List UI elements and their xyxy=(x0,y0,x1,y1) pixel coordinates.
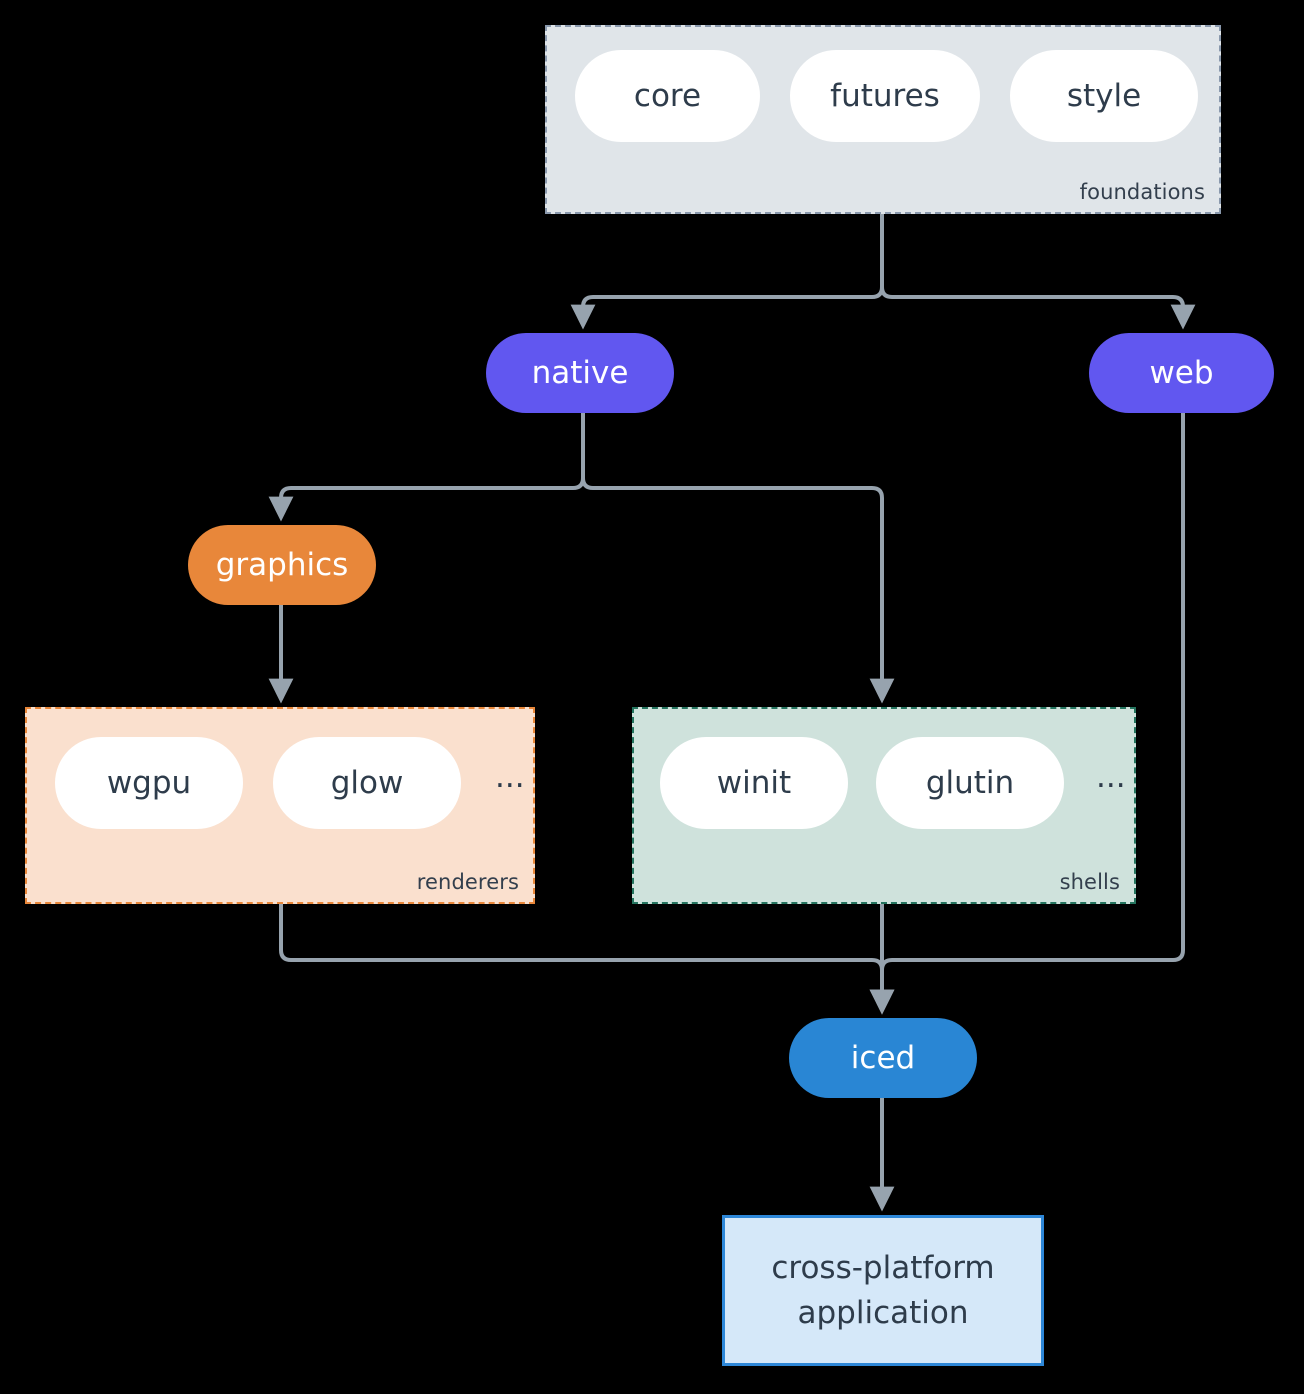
group-label-shells: shells xyxy=(1059,870,1120,894)
node-glutin[interactable]: glutin xyxy=(876,737,1064,829)
node-iced-label: iced xyxy=(850,1040,916,1076)
node-wgpu[interactable]: wgpu xyxy=(55,737,243,829)
group-label-renderers: renderers xyxy=(416,870,519,894)
application-label-line2: application xyxy=(797,1294,969,1331)
node-iced[interactable]: iced xyxy=(789,1018,977,1098)
node-futures-label: futures xyxy=(830,78,940,114)
node-cross-platform-application[interactable]: cross-platform application xyxy=(722,1215,1044,1366)
node-core-label: core xyxy=(633,78,702,114)
renderers-items: wgpu glow ... xyxy=(55,737,529,829)
node-graphics[interactable]: graphics xyxy=(188,525,376,605)
edge-foundations-native xyxy=(570,214,884,330)
node-graphics-label: graphics xyxy=(215,547,349,583)
node-native[interactable]: native xyxy=(486,333,674,413)
node-winit[interactable]: winit xyxy=(660,737,848,829)
node-web-label: web xyxy=(1149,355,1214,391)
group-shells[interactable]: winit glutin ... shells xyxy=(632,707,1136,904)
node-glow[interactable]: glow xyxy=(273,737,461,829)
node-wgpu-label: wgpu xyxy=(106,765,192,801)
node-web[interactable]: web xyxy=(1089,333,1274,413)
foundations-items: core futures style xyxy=(575,50,1198,142)
edge-foundations-web xyxy=(880,214,1196,330)
edge-renderers-iced xyxy=(279,904,895,1015)
node-native-label: native xyxy=(531,355,629,391)
node-style-label: style xyxy=(1066,78,1142,114)
group-renderers[interactable]: wgpu glow ... renderers xyxy=(25,707,535,904)
node-winit-label: winit xyxy=(716,765,792,801)
node-glutin-label: glutin xyxy=(925,765,1015,801)
application-label-line1: cross-platform xyxy=(771,1250,995,1287)
group-foundations[interactable]: core futures style foundations xyxy=(545,25,1221,214)
shells-more-ellipsis: ... xyxy=(1096,758,1126,795)
node-futures[interactable]: futures xyxy=(790,50,980,142)
node-glow-label: glow xyxy=(330,765,404,801)
group-label-foundations: foundations xyxy=(1079,180,1205,204)
shells-items: winit glutin ... xyxy=(660,737,1130,829)
edge-native-shells xyxy=(581,413,895,704)
node-core[interactable]: core xyxy=(575,50,760,142)
renderers-more-ellipsis: ... xyxy=(495,758,525,795)
node-style[interactable]: style xyxy=(1010,50,1198,142)
edge-native-graphics xyxy=(268,413,585,522)
